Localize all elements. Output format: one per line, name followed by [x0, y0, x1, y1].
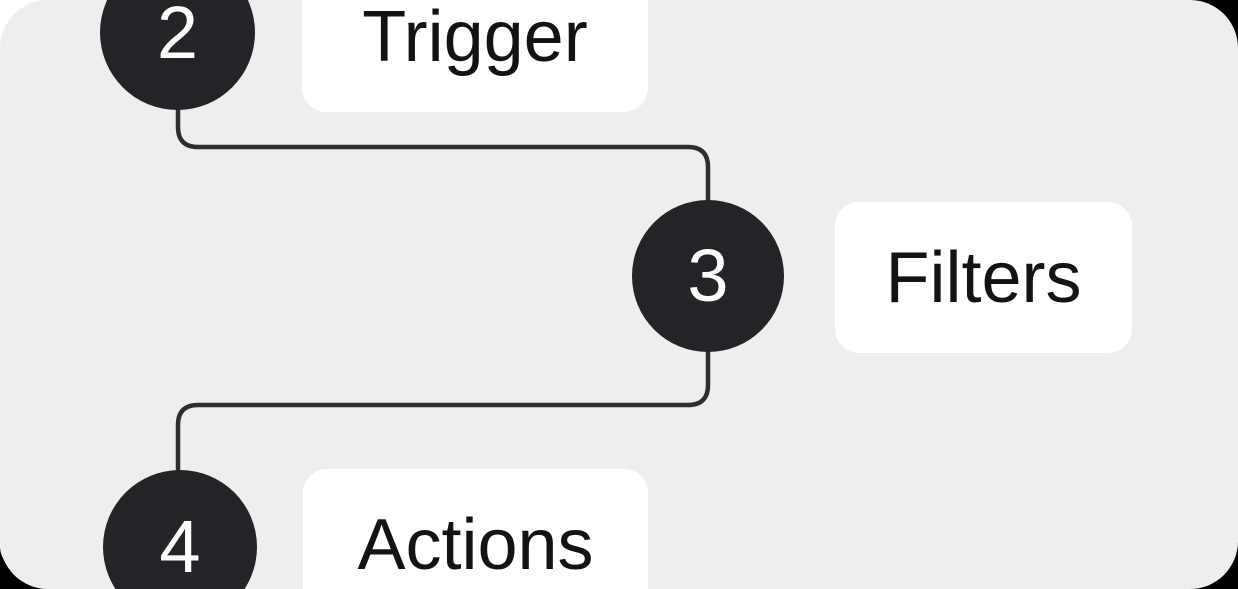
step-label: Filters [885, 237, 1082, 318]
step-number: 4 [159, 505, 201, 588]
step-card-actions: Actions [303, 469, 648, 589]
step-label: Actions [357, 504, 594, 585]
step-node-3: 3 [632, 200, 784, 352]
step-node-4: 4 [103, 470, 257, 589]
step-label: Trigger [362, 0, 588, 77]
step-card-filters: Filters [835, 202, 1132, 353]
step-card-trigger: Trigger [302, 0, 648, 112]
step-number: 2 [156, 0, 199, 74]
step-number: 3 [687, 234, 729, 317]
